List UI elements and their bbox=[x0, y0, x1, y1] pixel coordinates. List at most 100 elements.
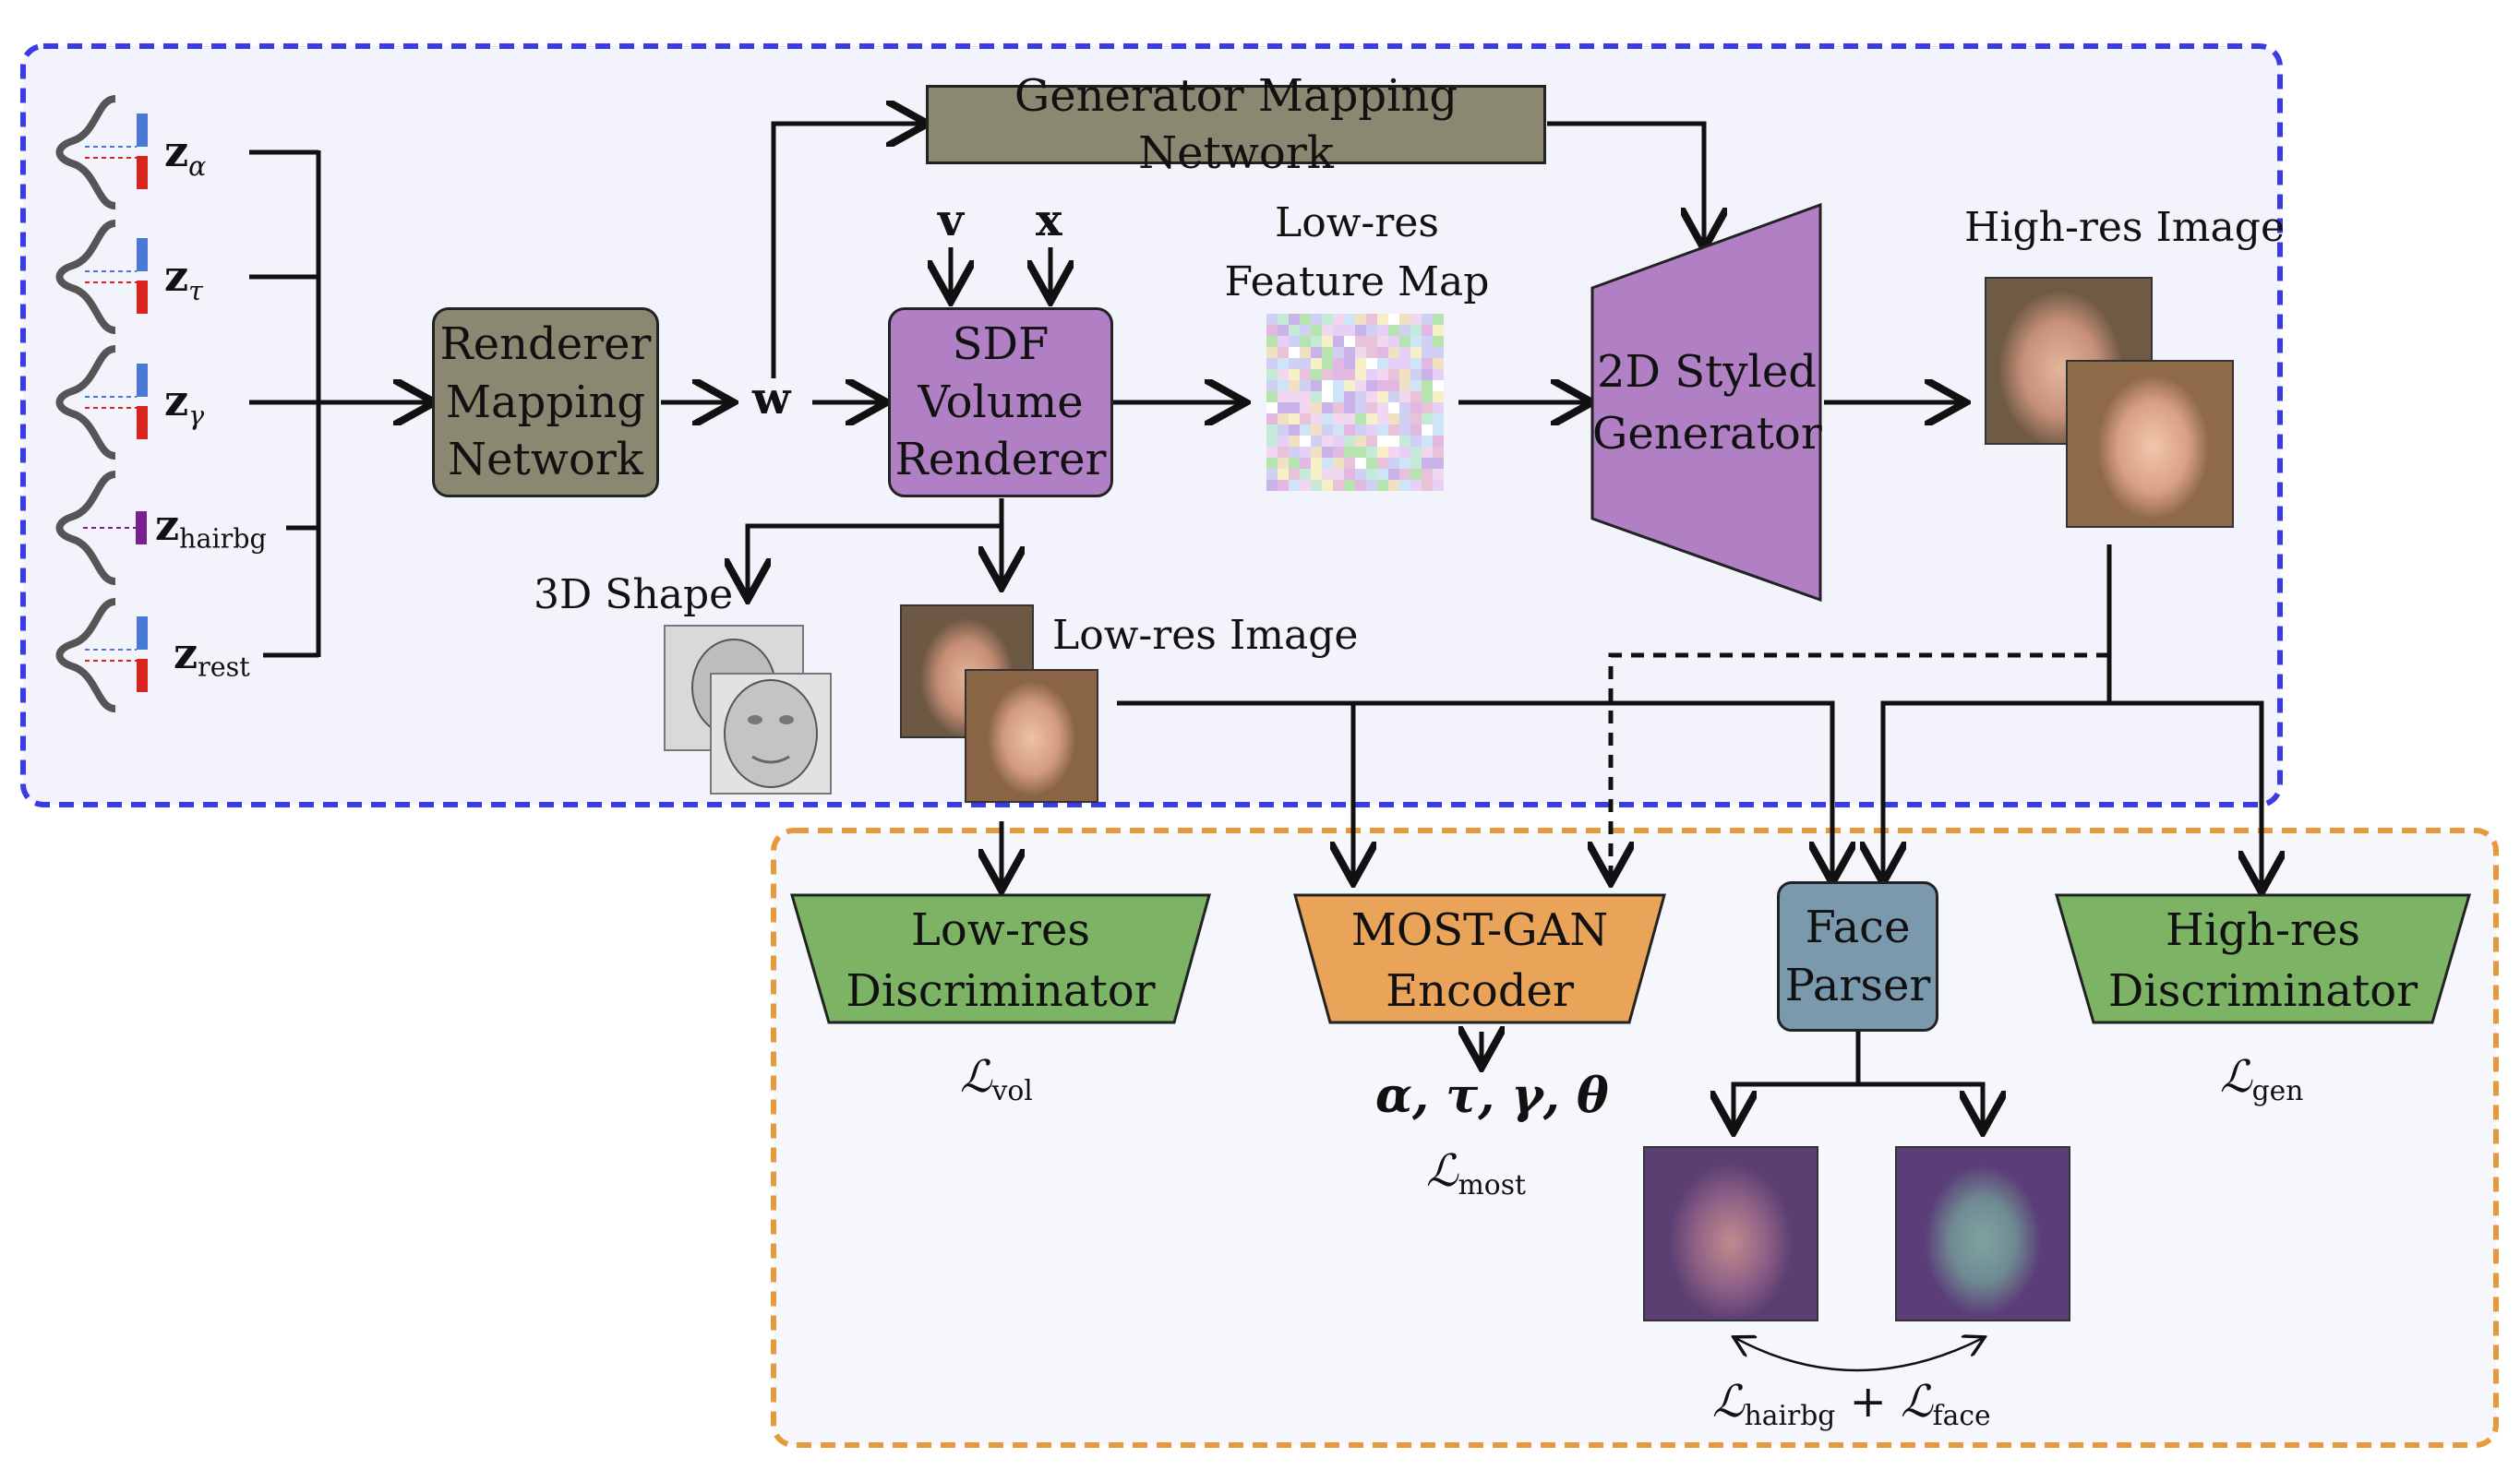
latent-rest-label: zrest bbox=[174, 629, 250, 683]
feature-map-pixel bbox=[1366, 325, 1377, 336]
block-line: Parser bbox=[1784, 959, 1931, 1011]
feature-map-pixel bbox=[1355, 413, 1366, 424]
feature-map-pixel bbox=[1422, 358, 1433, 369]
feature-map-pixel bbox=[1388, 336, 1399, 347]
feature-map-pixel bbox=[1422, 347, 1433, 358]
feature-map-pixel bbox=[1388, 469, 1399, 480]
feature-map-pixel bbox=[1266, 369, 1278, 380]
feature-map-pixel bbox=[1355, 424, 1366, 436]
feature-map-pixel bbox=[1333, 402, 1344, 413]
loss-subscript: hairbg bbox=[1744, 1399, 1836, 1432]
feature-map-pixel bbox=[1300, 447, 1311, 458]
feature-map-pixel bbox=[1422, 413, 1433, 424]
feature-map-pixel bbox=[1399, 347, 1410, 358]
feature-map-pixel bbox=[1410, 314, 1422, 325]
latent-distribution-icon bbox=[55, 220, 148, 334]
feature-map-pixel bbox=[1433, 424, 1444, 436]
feature-map-pixel bbox=[1344, 336, 1355, 347]
feature-map-pixel bbox=[1410, 380, 1422, 391]
feature-map-pixel bbox=[1377, 391, 1388, 402]
feature-map-pixel bbox=[1311, 424, 1322, 436]
feature-map-pixel bbox=[1278, 480, 1289, 491]
feature-map-pixel bbox=[1366, 380, 1377, 391]
feature-map-pixel bbox=[1266, 413, 1278, 424]
feature-map-pixel bbox=[1410, 402, 1422, 413]
feature-map-pixel bbox=[1333, 447, 1344, 458]
face-parser: Face Parser bbox=[1777, 881, 1938, 1032]
latent-subscript: τ bbox=[188, 275, 203, 306]
feature-map-pixel bbox=[1399, 480, 1410, 491]
feature-map-pixel bbox=[1322, 369, 1333, 380]
feature-map-pixel bbox=[1333, 391, 1344, 402]
feature-map-pixel bbox=[1300, 436, 1311, 447]
loss-symbol: ℒ bbox=[1426, 1145, 1458, 1197]
feature-map-pixel bbox=[1278, 358, 1289, 369]
label-line: Generator bbox=[1592, 408, 1822, 460]
feature-map-pixel bbox=[1333, 325, 1344, 336]
feature-map-pixel bbox=[1377, 436, 1388, 447]
latent-gamma-label: zγ bbox=[164, 376, 204, 432]
feature-map-pixel bbox=[1266, 447, 1278, 458]
feature-map-pixel bbox=[1266, 314, 1278, 325]
feature-map-pixel bbox=[1266, 436, 1278, 447]
latent-symbol: z bbox=[164, 376, 189, 425]
feature-map-pixel bbox=[1399, 447, 1410, 458]
feature-map-pixel bbox=[1266, 480, 1278, 491]
latent-subscript: α bbox=[188, 150, 207, 182]
feature-map-pixel bbox=[1278, 413, 1289, 424]
feature-map-pixel bbox=[1410, 436, 1422, 447]
feature-map-pixel bbox=[1311, 469, 1322, 480]
feature-map-pixel bbox=[1422, 325, 1433, 336]
feature-map-pixel bbox=[1422, 336, 1433, 347]
feature-map-pixel bbox=[1422, 447, 1433, 458]
feature-map-pixel bbox=[1410, 458, 1422, 469]
feature-map-pixel bbox=[1433, 325, 1444, 336]
feature-map-pixel bbox=[1410, 369, 1422, 380]
feature-map-pixel bbox=[1399, 413, 1410, 424]
feature-map-pixel bbox=[1388, 458, 1399, 469]
feature-map-pixel bbox=[1344, 447, 1355, 458]
feature-map-pixel bbox=[1433, 436, 1444, 447]
feature-map-pixel bbox=[1366, 402, 1377, 413]
feature-map-pixel bbox=[1422, 391, 1433, 402]
feature-map-pixel bbox=[1278, 391, 1289, 402]
feature-map-pixel bbox=[1300, 336, 1311, 347]
feature-map-pixel bbox=[1410, 358, 1422, 369]
feature-map-pixel bbox=[1422, 480, 1433, 491]
feature-map-pixel bbox=[1311, 314, 1322, 325]
feature-map-pixel bbox=[1422, 458, 1433, 469]
feature-map-pixel bbox=[1300, 347, 1311, 358]
feature-map-pixel bbox=[1344, 325, 1355, 336]
feature-map-pixel bbox=[1344, 413, 1355, 424]
feature-map-pixel bbox=[1377, 336, 1388, 347]
feature-map-pixel bbox=[1322, 391, 1333, 402]
feature-map-pixel bbox=[1311, 402, 1322, 413]
feature-map-pixel bbox=[1344, 369, 1355, 380]
feature-map-pixel bbox=[1322, 458, 1333, 469]
feature-map-pixel bbox=[1344, 436, 1355, 447]
feature-map-pixel bbox=[1433, 402, 1444, 413]
loss-symbol: ℒ bbox=[1712, 1376, 1745, 1428]
feature-map-pixel bbox=[1322, 469, 1333, 480]
feature-map-pixel bbox=[1322, 436, 1333, 447]
latent-distribution-icon bbox=[55, 345, 148, 460]
feature-map-pixel bbox=[1410, 347, 1422, 358]
feature-map-pixel bbox=[1266, 380, 1278, 391]
latent-symbol: z bbox=[174, 628, 198, 678]
feature-map-pixel bbox=[1399, 325, 1410, 336]
feature-map-pixel bbox=[1355, 480, 1366, 491]
feature-map-pixel bbox=[1355, 369, 1366, 380]
styled-generator-label: 2D Styled Generator bbox=[1592, 341, 1822, 465]
feature-map-pixel bbox=[1433, 413, 1444, 424]
feature-map-pixel bbox=[1366, 469, 1377, 480]
feature-map-pixel bbox=[1366, 436, 1377, 447]
feature-map-pixel bbox=[1322, 380, 1333, 391]
block-line: Network bbox=[448, 434, 643, 486]
feature-map-pixel bbox=[1322, 314, 1333, 325]
feature-map-pixel bbox=[1433, 447, 1444, 458]
feature-map-pixel bbox=[1377, 402, 1388, 413]
latent-subscript: rest bbox=[198, 651, 250, 683]
sdf-volume-renderer: SDF Volume Renderer bbox=[888, 307, 1113, 497]
feature-map-pixel bbox=[1388, 424, 1399, 436]
lowres-discriminator: Low-res Discriminator bbox=[792, 900, 1209, 1022]
